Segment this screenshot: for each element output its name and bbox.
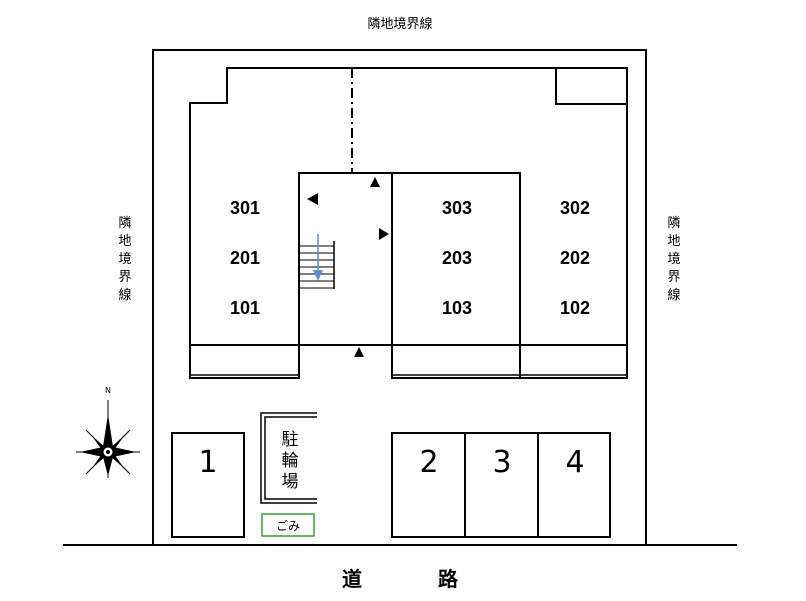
svg-text:隣: 隣 xyxy=(667,215,680,231)
parking-label: 2 xyxy=(419,445,438,480)
svg-text:地: 地 xyxy=(118,234,131,249)
staircase xyxy=(299,241,335,289)
boundary-label-right: 隣 地 境 界 線 xyxy=(667,215,680,303)
parking-space-1 xyxy=(171,432,245,538)
bicycle-parking: 駐 輪 場 xyxy=(260,412,317,504)
svg-text:駐: 駐 xyxy=(282,430,299,450)
entrance-triangle-icon xyxy=(370,177,380,187)
road-label: 路 xyxy=(438,567,459,591)
garbage-label: ごみ xyxy=(276,518,300,533)
door-triangle-right-icon xyxy=(379,228,389,240)
unit-label: 302 xyxy=(560,198,590,218)
unit-label: 103 xyxy=(442,298,472,318)
svg-text:界: 界 xyxy=(667,270,680,285)
stair-direction-arrow-icon xyxy=(313,234,323,281)
property-boundary xyxy=(152,49,647,545)
svg-text:隣: 隣 xyxy=(118,215,131,231)
parking-label: 3 xyxy=(492,445,511,480)
top-right-room xyxy=(555,67,628,105)
svg-text:線: 線 xyxy=(118,287,131,303)
svg-text:地: 地 xyxy=(667,234,680,249)
svg-text:界: 界 xyxy=(118,270,131,285)
parking-label: 1 xyxy=(198,445,217,480)
boundary-label-left: 隣 地 境 界 線 xyxy=(118,215,131,303)
compass-rose-icon xyxy=(76,400,140,478)
unit-label: 201 xyxy=(230,248,260,268)
svg-text:輪: 輪 xyxy=(282,451,299,471)
svg-text:境: 境 xyxy=(667,252,680,267)
unit-label: 101 xyxy=(230,298,260,318)
unit-label: 203 xyxy=(442,248,472,268)
entrance-triangle-icon xyxy=(354,347,364,357)
door-triangle-left-icon xyxy=(307,193,318,205)
unit-label: 102 xyxy=(560,298,590,318)
compass-north-label: N xyxy=(105,386,111,395)
parking-area-2-4 xyxy=(391,432,611,538)
road-label: 道 xyxy=(342,567,362,591)
building-outline xyxy=(189,67,628,379)
garbage-area xyxy=(261,513,315,537)
unit-label: 301 xyxy=(230,198,260,218)
unit-label: 303 xyxy=(442,198,472,218)
svg-text:境: 境 xyxy=(118,252,131,267)
svg-text:線: 線 xyxy=(667,287,680,303)
boundary-label-top: 隣地境界線 xyxy=(367,16,432,32)
parking-label: 4 xyxy=(565,445,584,480)
svg-text:場: 場 xyxy=(282,472,299,492)
unit-label: 202 xyxy=(560,248,590,268)
